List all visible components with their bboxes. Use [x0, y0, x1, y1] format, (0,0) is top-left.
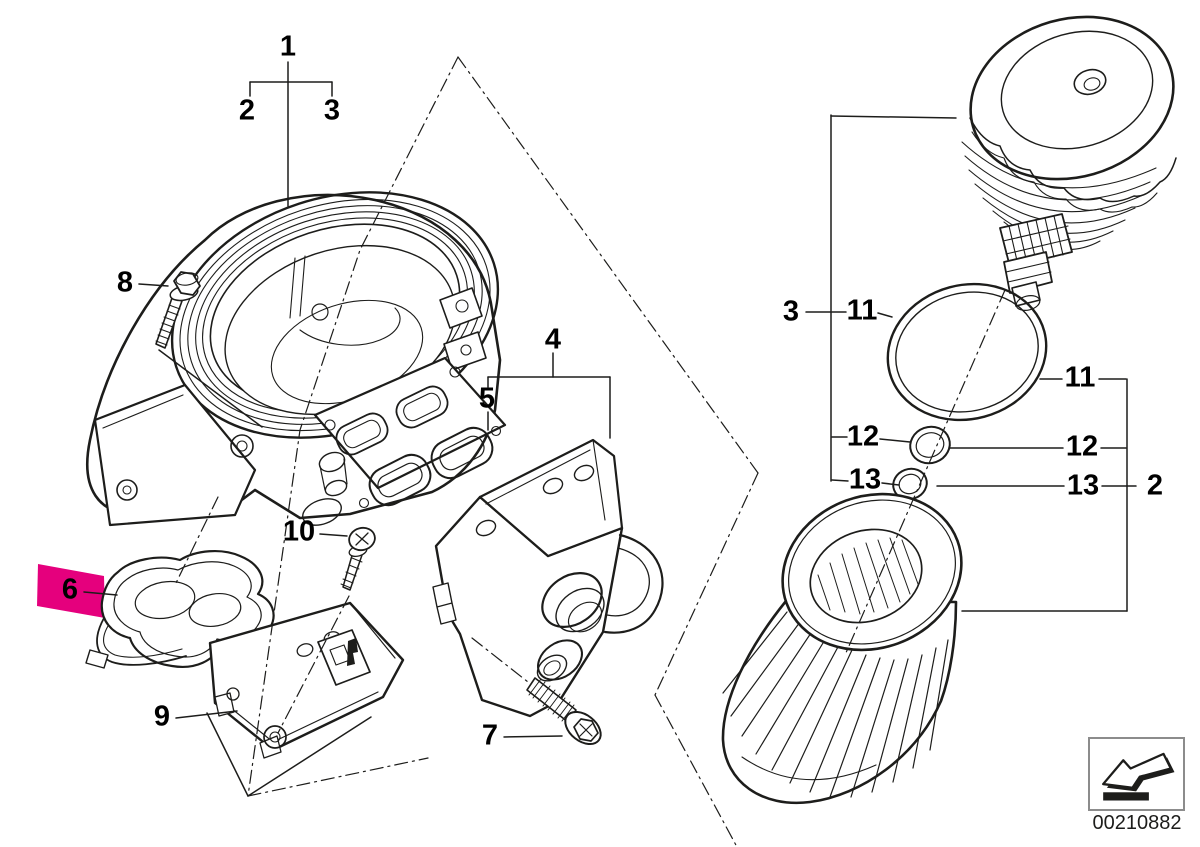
callout-3-right[interactable]: 3	[782, 295, 800, 328]
oil-filter-cap[interactable]	[951, 0, 1193, 313]
callout-7[interactable]: 7	[481, 719, 499, 752]
filter-element-2[interactable]	[721, 469, 984, 805]
callout-5[interactable]: 5	[478, 382, 496, 415]
callout-6-highlighted[interactable]: 6	[61, 573, 79, 606]
callout-8[interactable]: 8	[116, 266, 134, 299]
cross-reference-box[interactable]	[1088, 737, 1185, 811]
callout-12-right[interactable]: 12	[1065, 430, 1099, 463]
cap-scallops	[969, 117, 1177, 203]
housing-bracket-foot	[93, 383, 257, 527]
o-ring-11[interactable]	[872, 267, 1061, 438]
callout-2-right[interactable]: 2	[1146, 469, 1164, 502]
callout-3-top[interactable]: 3	[323, 94, 341, 127]
callout-1[interactable]: 1	[279, 30, 297, 63]
leader-lines	[83, 61, 1137, 797]
cooler-pipe-loop	[603, 533, 664, 634]
callout-2-top[interactable]: 2	[238, 94, 256, 127]
gasket-5[interactable]	[358, 422, 502, 511]
callout-4[interactable]: 4	[544, 323, 562, 356]
callout-10[interactable]: 10	[282, 515, 316, 548]
callout-12-left[interactable]: 12	[846, 420, 880, 453]
highlight-marker	[37, 564, 105, 618]
filter-pleats	[722, 611, 949, 798]
o-ring-13[interactable]	[889, 464, 931, 504]
housing-studs	[302, 451, 348, 526]
plate-clip	[317, 629, 371, 686]
screw-10[interactable]	[340, 525, 377, 591]
bolt-8[interactable]	[155, 271, 201, 349]
center-axis-lines	[174, 56, 1006, 847]
filter-core-hatch	[817, 537, 919, 615]
cooler-port	[541, 572, 603, 628]
cooler-bracket-plate	[478, 438, 624, 558]
cross-reference-arrow-icon	[1101, 752, 1174, 801]
callout-13-right[interactable]: 13	[1066, 469, 1100, 502]
callout-11-left[interactable]: 11	[846, 294, 878, 327]
oil-cooler-4[interactable]	[432, 438, 664, 718]
callout-13-left[interactable]: 13	[848, 463, 882, 496]
cover-plate-9[interactable]	[208, 601, 405, 759]
callout-9[interactable]: 9	[153, 700, 171, 733]
callout-11-right[interactable]: 11	[1064, 361, 1096, 394]
cap-stem	[1003, 251, 1053, 294]
diagram-number: 00210882	[1092, 812, 1182, 834]
cooler-outlet-pipe	[537, 639, 583, 681]
housing-flange	[313, 356, 507, 490]
bolt-7[interactable]	[526, 677, 607, 751]
housing-mount-ears	[439, 287, 487, 371]
o-ring-12[interactable]	[905, 421, 955, 469]
